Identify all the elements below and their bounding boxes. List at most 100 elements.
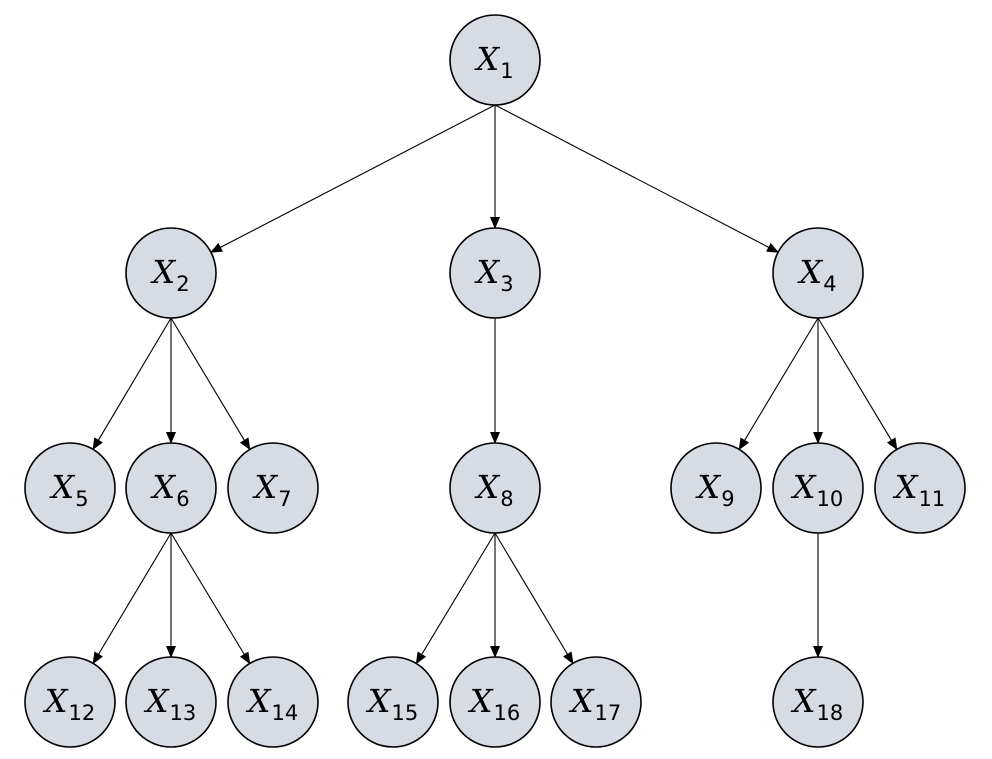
- edges-layer: [92, 104, 898, 665]
- edge-x6-to-x14: [170, 532, 251, 665]
- node-label-subscript: 4: [823, 272, 836, 296]
- node-label-subscript: 13: [170, 701, 197, 725]
- node-circle: [874, 442, 966, 534]
- node-circle: [449, 227, 541, 319]
- node-label-letter: X: [149, 253, 176, 291]
- node-circle: [772, 442, 864, 534]
- node-x4: X4: [772, 227, 864, 319]
- node-x14: X14: [227, 656, 319, 748]
- node-label-subscript: 8: [500, 487, 513, 511]
- edge-x8-to-x17: [494, 532, 574, 665]
- node-label: X5: [48, 468, 88, 511]
- node-circle: [125, 442, 217, 534]
- node-label-subscript: 5: [75, 487, 88, 511]
- edge-x4-to-x11: [817, 317, 898, 451]
- node-label-letter: X: [42, 682, 69, 720]
- node-label-subscript: 18: [817, 701, 844, 725]
- edge-x2-to-x7: [170, 317, 251, 451]
- node-x12: X12: [24, 656, 116, 748]
- node-label: X12: [42, 682, 96, 725]
- edge-x6-to-x12: [92, 532, 172, 665]
- node-x2: X2: [125, 227, 217, 319]
- node-label-letter: X: [365, 682, 392, 720]
- node-label: X13: [143, 682, 197, 725]
- node-label-letter: X: [48, 468, 75, 506]
- node-label: X6: [149, 468, 189, 511]
- node-label: X16: [467, 682, 521, 725]
- node-label-subscript: 2: [176, 272, 189, 296]
- node-label: X17: [568, 682, 622, 725]
- edge-x1-to-x2: [210, 104, 496, 253]
- node-x17: X17: [550, 656, 642, 748]
- node-label-letter: X: [245, 682, 272, 720]
- node-label: X2: [149, 253, 189, 296]
- node-label-letter: X: [694, 468, 721, 506]
- edge-x1-to-x4: [494, 104, 779, 253]
- node-x8: X8: [449, 442, 541, 534]
- node-label-letter: X: [149, 468, 176, 506]
- node-circle: [24, 442, 116, 534]
- node-label-letter: X: [473, 40, 500, 78]
- node-x1: X1: [449, 14, 541, 106]
- node-label: X15: [365, 682, 419, 725]
- node-x11: X11: [874, 442, 966, 534]
- node-label-letter: X: [143, 682, 170, 720]
- node-circle: [125, 227, 217, 319]
- node-label-letter: X: [790, 468, 817, 506]
- edge-x2-to-x5: [92, 317, 172, 451]
- node-x16: X16: [449, 656, 541, 748]
- node-label: X8: [473, 468, 513, 511]
- node-label-letter: X: [467, 682, 494, 720]
- node-label-letter: X: [796, 253, 823, 291]
- node-label-subscript: 11: [919, 487, 946, 511]
- node-circle: [449, 442, 541, 534]
- node-x13: X13: [125, 656, 217, 748]
- node-label: X4: [796, 253, 836, 296]
- node-label-letter: X: [473, 468, 500, 506]
- node-label-letter: X: [568, 682, 595, 720]
- node-x9: X9: [670, 442, 762, 534]
- node-circle: [24, 656, 116, 748]
- node-circle: [772, 656, 864, 748]
- node-circle: [550, 656, 642, 748]
- node-x7: X7: [227, 442, 319, 534]
- node-label-subscript: 3: [500, 272, 513, 296]
- node-circle: [347, 656, 439, 748]
- node-x18: X18: [772, 656, 864, 748]
- node-x3: X3: [449, 227, 541, 319]
- node-label-subscript: 17: [595, 701, 622, 725]
- node-label: X10: [790, 468, 844, 511]
- node-x10: X10: [772, 442, 864, 534]
- node-circle: [449, 656, 541, 748]
- node-label: X11: [892, 468, 946, 511]
- node-x6: X6: [125, 442, 217, 534]
- node-label-subscript: 1: [500, 59, 513, 83]
- node-label-letter: X: [473, 253, 500, 291]
- edge-x8-to-x15: [415, 532, 496, 665]
- node-circle: [227, 656, 319, 748]
- node-label-subscript: 7: [278, 487, 291, 511]
- node-label: X14: [245, 682, 299, 725]
- node-label: X7: [251, 468, 291, 511]
- node-label-subscript: 15: [392, 701, 419, 725]
- node-label-subscript: 9: [721, 487, 734, 511]
- node-label-subscript: 14: [272, 701, 299, 725]
- node-label: X1: [473, 40, 513, 83]
- node-label-subscript: 6: [176, 487, 189, 511]
- node-label: X9: [694, 468, 734, 511]
- node-circle: [772, 227, 864, 319]
- node-label-subscript: 10: [817, 487, 844, 511]
- node-label-letter: X: [790, 682, 817, 720]
- node-label-subscript: 16: [494, 701, 521, 725]
- node-circle: [125, 656, 217, 748]
- node-circle: [227, 442, 319, 534]
- node-label-letter: X: [251, 468, 278, 506]
- edge-x4-to-x9: [738, 317, 819, 451]
- node-x5: X5: [24, 442, 116, 534]
- node-label-subscript: 12: [69, 701, 96, 725]
- node-label-letter: X: [892, 468, 919, 506]
- node-label: X18: [790, 682, 844, 725]
- node-circle: [449, 14, 541, 106]
- node-label: X3: [473, 253, 513, 296]
